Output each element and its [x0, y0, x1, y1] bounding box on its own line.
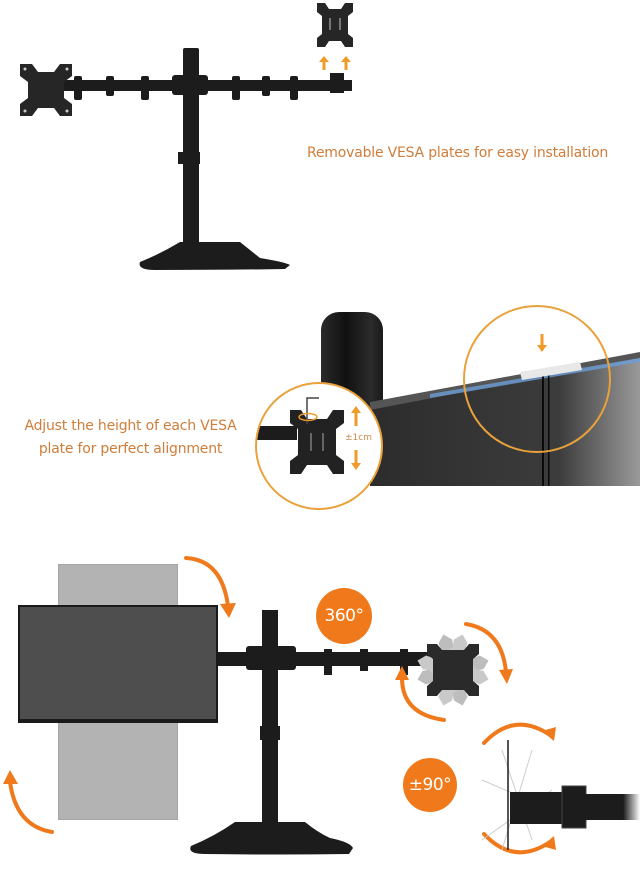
rotate-counterclockwise-arrow-icon	[3, 770, 54, 834]
pole-clamp	[260, 726, 280, 740]
arm-joint	[172, 75, 208, 95]
vesa-plate-rotating-icon	[417, 634, 489, 706]
tilt-arc-arrow-icon	[482, 722, 556, 745]
panel-removable-vesa: Removable VESA plates for easy installat…	[0, 0, 640, 290]
arm-joint	[400, 649, 408, 675]
tilt-mount-icon	[481, 740, 640, 851]
arm-joint	[74, 76, 82, 100]
arm-joint	[232, 76, 240, 100]
arm-end-mount	[330, 73, 344, 93]
caption-height-adjust: Adjust the height of each VESA plate for…	[18, 415, 243, 461]
pole-clamp	[178, 152, 200, 164]
badge-360: 360°	[316, 588, 372, 644]
caption-line-1: Adjust the height of each VESA	[24, 418, 237, 434]
up-arrow-icon	[351, 406, 361, 426]
arm-joint	[262, 76, 270, 96]
stand-pole	[262, 610, 278, 835]
panel-rotation: 360° ±90°	[0, 530, 640, 869]
panel-height-adjust: Adjust the height of each VESA plate for…	[0, 290, 640, 510]
vesa-plate-detached-icon	[317, 3, 353, 47]
arm-joint	[106, 76, 114, 96]
arm-joint	[141, 76, 149, 100]
up-arrow-icon	[319, 56, 329, 70]
down-arrow-icon	[351, 450, 361, 470]
zoom-ring-bezel	[463, 305, 611, 453]
tilt-arc-arrow-icon	[482, 832, 556, 855]
arm-joint	[360, 649, 368, 671]
vesa-plate-closeup-icon	[290, 410, 344, 474]
up-arrow-icon	[341, 56, 351, 70]
monitor-landscape	[18, 605, 218, 723]
zoom-ring-vesa: ±1cm	[255, 382, 383, 510]
badge-90: ±90°	[403, 758, 457, 812]
height-range-label: ±1cm	[345, 433, 372, 443]
stand-base-icon	[139, 242, 290, 270]
down-arrow-icon	[537, 334, 547, 352]
arm-joint	[324, 649, 332, 675]
arm-joint	[246, 646, 296, 670]
caption-line-2: plate for perfect alignment	[38, 441, 223, 457]
vesa-plate-icon	[20, 64, 72, 116]
hex-key-icon	[306, 397, 319, 424]
rotate-counterclockwise-arrow-icon	[395, 666, 446, 722]
arm-joint	[290, 76, 298, 100]
rotate-arrow-icon	[298, 412, 318, 422]
caption-removable-vesa: Removable VESA plates for easy installat…	[307, 145, 609, 161]
rotate-clockwise-arrow-icon	[184, 556, 236, 618]
rotate-clockwise-arrow-icon	[464, 622, 513, 684]
stand-base-icon	[190, 822, 353, 855]
